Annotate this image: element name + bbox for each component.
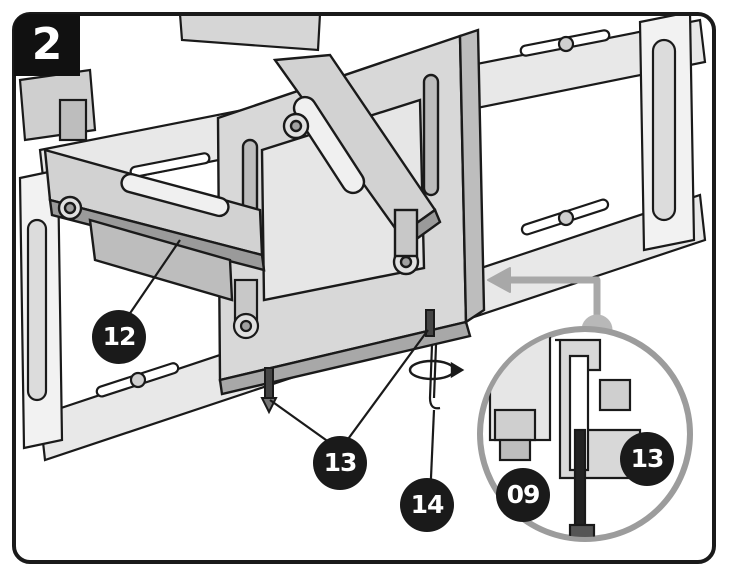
callout-09-bracket: 09 bbox=[496, 468, 550, 522]
screw-13-right bbox=[425, 309, 435, 337]
screw-13-left bbox=[260, 367, 278, 415]
hex-key bbox=[428, 344, 441, 410]
pivot-bolt bbox=[232, 278, 260, 340]
rotate-arrow-icon bbox=[408, 359, 465, 381]
bracket-plate bbox=[216, 28, 486, 396]
step-number: 2 bbox=[31, 19, 63, 70]
callout-13-detail: 13 bbox=[620, 432, 674, 486]
callout-13-screws: 13 bbox=[313, 436, 367, 490]
callout-12: 12 bbox=[92, 310, 146, 364]
illustration bbox=[18, 14, 707, 542]
step-number-badge: 2 bbox=[14, 14, 80, 76]
callout-14-hex-key: 14 bbox=[400, 478, 454, 532]
frame-border bbox=[12, 12, 716, 564]
arm-left bbox=[43, 148, 266, 302]
arm-diagonal bbox=[272, 53, 442, 276]
